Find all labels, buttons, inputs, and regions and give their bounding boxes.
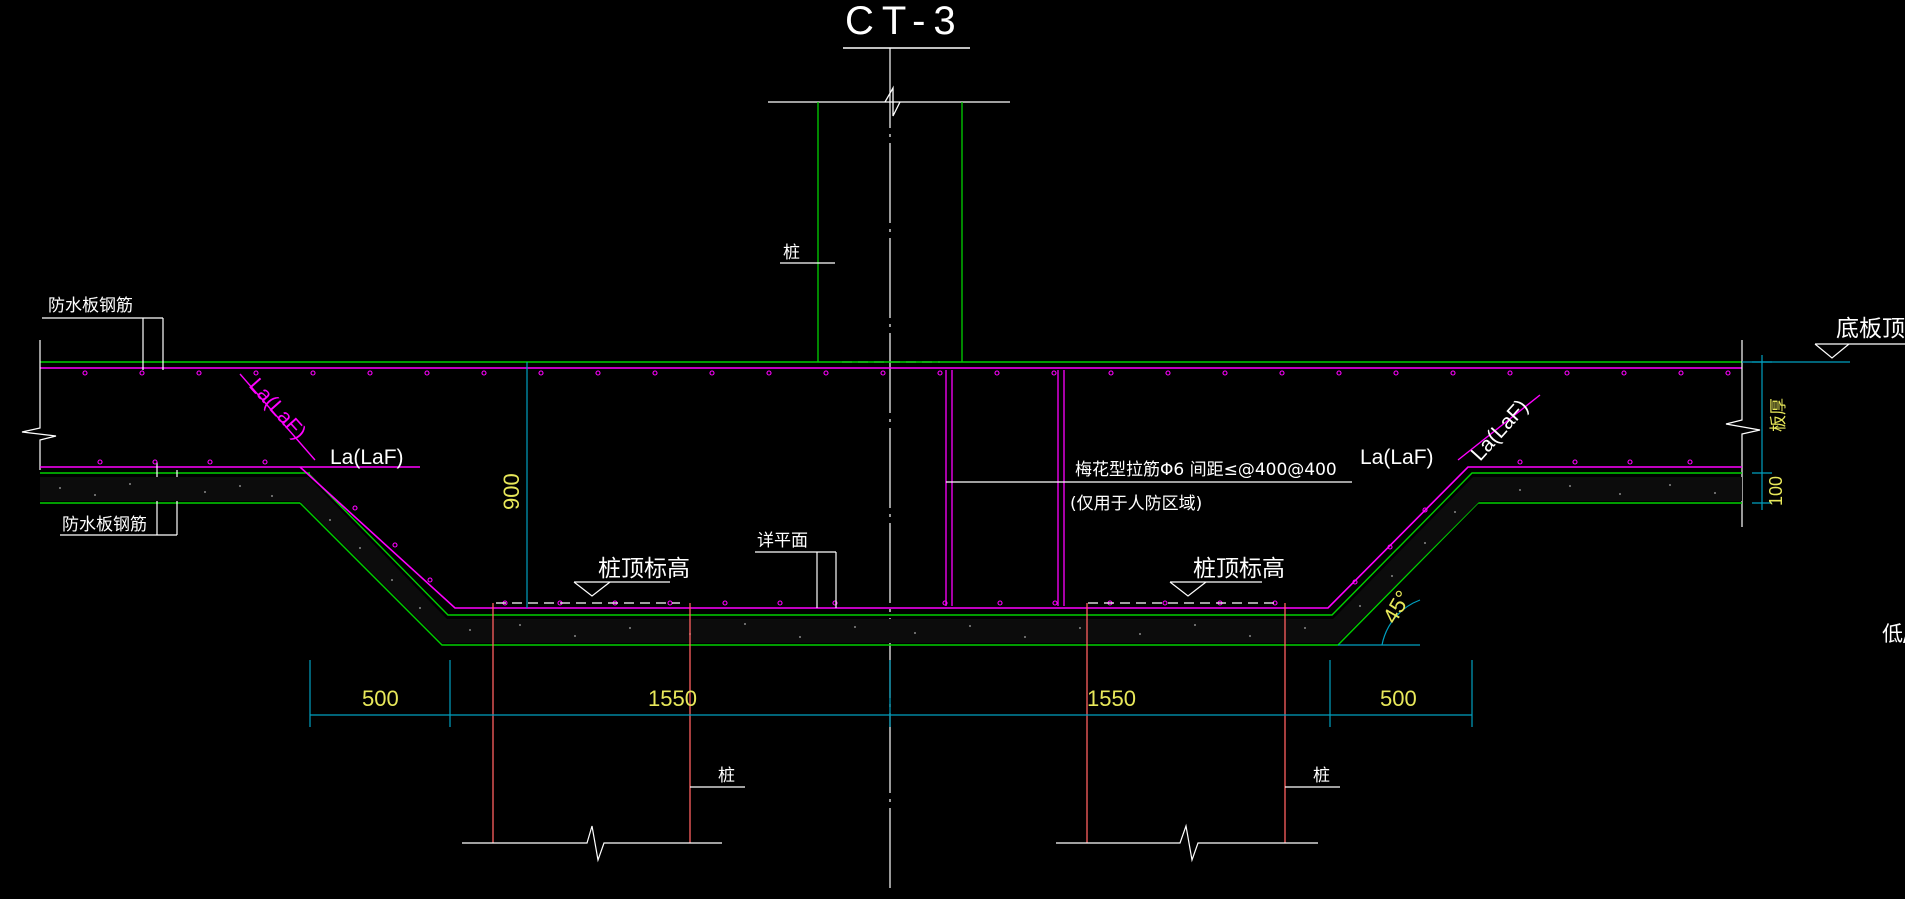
- left-diag-la-label: La(LaF): [244, 374, 310, 444]
- pile-top-label: 桩: [783, 243, 800, 263]
- bottom-dim-line: [309, 660, 1473, 727]
- pit-cushion-fill: [40, 477, 1742, 643]
- slab-top-rebar-dots: [82, 370, 1731, 376]
- drawing-title: CT-3: [845, 0, 964, 43]
- depth-dim-text: 900: [499, 473, 524, 510]
- see-plan-callout: [755, 551, 837, 608]
- tie-bar-note-2: (仅用于人防区域): [1070, 494, 1202, 514]
- right-diag-la-line: [1457, 394, 1541, 461]
- see-plan-label: 详平面: [757, 531, 808, 551]
- waterproof-rebar-bottom-label: 防水板钢筋: [62, 515, 147, 535]
- column-top: [768, 85, 1010, 363]
- left-horiz-la-label: La(LaF): [330, 446, 404, 469]
- cushion-speckle: [59, 483, 1716, 638]
- slab-top-elev-label: 底板顶标: [1836, 316, 1905, 342]
- dim-seg3: 1550: [1087, 686, 1136, 711]
- dim-seg1: 500: [362, 686, 399, 711]
- pile-top-elev-left-label: 桩顶标高: [598, 556, 690, 582]
- dim-seg4: 500: [1380, 686, 1417, 711]
- pit-rebar: [299, 466, 1742, 609]
- pit-inner-boundary: [307, 472, 1742, 616]
- pile-top-elev-left-marker: [496, 581, 680, 604]
- waterproof-rebar-top-label: 防水板钢筋: [48, 296, 133, 316]
- left-diag-la-line: [239, 373, 316, 461]
- pile-bottom-left-label: 桩: [718, 766, 735, 786]
- pile-top-elev-right-marker: [1088, 581, 1278, 604]
- right-diag-la-label: La(LaF): [1467, 395, 1533, 465]
- slab-top-elev-marker: [1742, 343, 1905, 363]
- pile-bottom-right-label: 桩: [1313, 766, 1330, 786]
- cushion-dim-text: 100: [1766, 476, 1786, 506]
- dim-seg2: 1550: [648, 686, 697, 711]
- pile-bottom-breaks: [462, 823, 1318, 863]
- piles-bottom: [492, 603, 1286, 843]
- edge-partial-label: 低/: [1882, 622, 1905, 646]
- slab-thickness-label: 板厚: [1769, 398, 1789, 432]
- pit-rebar-dots: [97, 459, 1693, 606]
- pile-top-elev-right-label: 桩顶标高: [1193, 556, 1285, 582]
- waterproof-rebar-top-callout: [42, 317, 164, 370]
- right-thickness-dims: [1752, 355, 1772, 510]
- left-break-line: [21, 340, 57, 470]
- tie-bars: [945, 370, 1065, 606]
- tie-bar-note: 梅花型拉筋Φ6 间距≤@400@400: [1075, 460, 1337, 480]
- right-horiz-la-label: La(LaF): [1360, 446, 1434, 469]
- angle-arc: [1381, 599, 1421, 646]
- right-break-line: [1725, 340, 1761, 527]
